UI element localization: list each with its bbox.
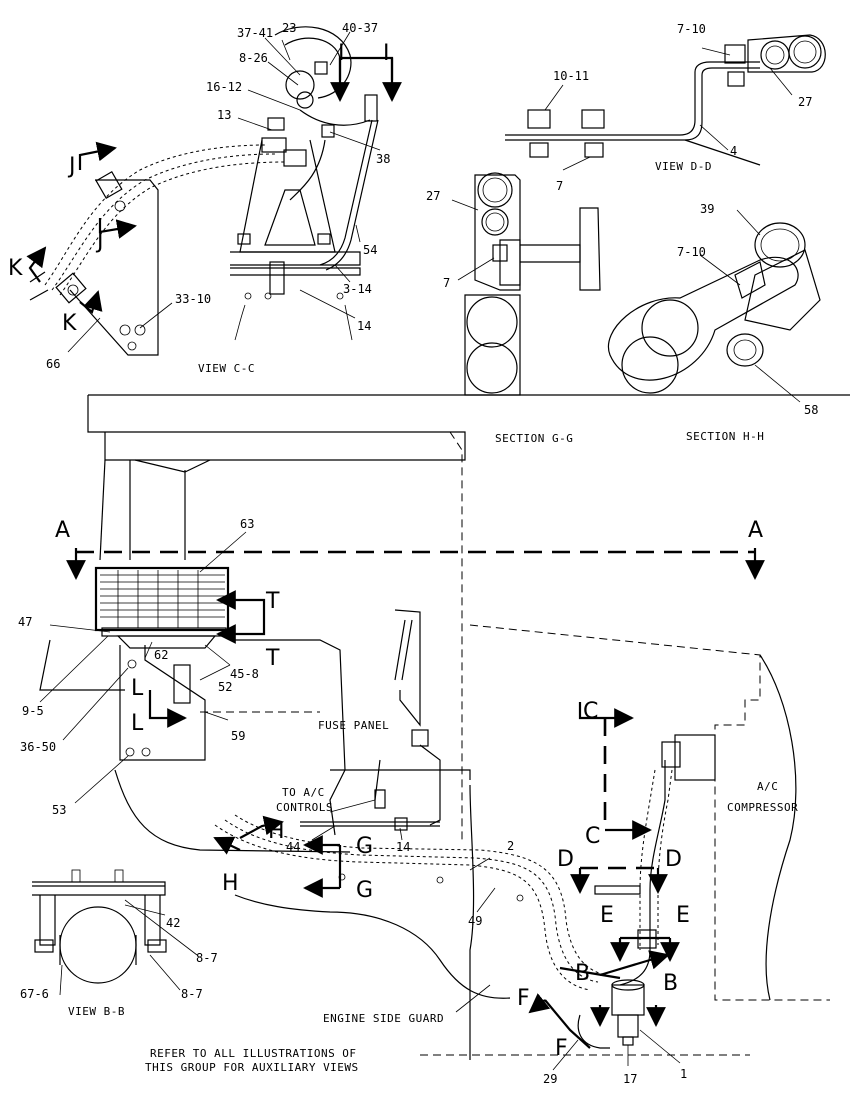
section-letter-i-left: I [338, 41, 345, 66]
callout-2: 2 [507, 839, 514, 853]
callout-49: 49 [468, 914, 482, 928]
callout-23: 23 [282, 21, 296, 35]
section-letter-h-bottom: H [222, 871, 239, 896]
refer-note-line1: REFER TO ALL ILLUSTRATIONS OF [150, 1047, 357, 1060]
callout-8-7-bottom: 8-7 [181, 987, 203, 1001]
section-letter-k-left: K [8, 256, 23, 281]
callout-14-view-cc: 14 [357, 319, 371, 333]
section-letter-i-right: I [383, 41, 390, 66]
view-dd-title: VIEW D-D [655, 160, 712, 173]
callout-45-8: 45-8 [230, 667, 259, 681]
callout-47: 47 [18, 615, 32, 629]
callout-63: 63 [240, 517, 254, 531]
callout-36-50: 36-50 [20, 740, 56, 754]
callout-13: 13 [217, 108, 231, 122]
callout-66: 66 [46, 357, 60, 371]
to-ac-controls-label-line2: CONTROLS [276, 801, 333, 814]
section-letter-t-top: T [265, 589, 280, 614]
section-hh-title: SECTION H-H [686, 430, 764, 443]
section-letter-g-bottom: G [356, 878, 373, 903]
section-letter-c-bottom: C [585, 824, 600, 849]
callout-14-main: 14 [396, 840, 410, 854]
callout-7-view-dd: 7 [556, 179, 563, 193]
ac-compressor-label-line2: COMPRESSOR [727, 801, 798, 814]
section-letter-d-right: D [665, 847, 682, 872]
section-letter-c-top: C [583, 699, 598, 724]
section-letter-j-top: J [67, 154, 76, 179]
callout-7-10-section-hh: 7-10 [677, 245, 706, 259]
callout-39: 39 [700, 202, 714, 216]
section-letter-k-bottom: K [62, 311, 77, 336]
view-dd-drawing [505, 34, 826, 171]
callout-67-6: 67-6 [20, 987, 49, 1001]
callout-8-26: 8-26 [239, 51, 268, 65]
refer-note-line2: THIS GROUP FOR AUXILIARY VIEWS [145, 1061, 359, 1074]
main-view-drawing [39, 394, 850, 1071]
section-letter-l-bottom: L [131, 711, 144, 736]
section-letter-f-bottom: F [555, 1036, 568, 1061]
section-gg-title: SECTION G-G [495, 432, 573, 445]
section-letter-t-bottom: T [265, 646, 280, 671]
callout-7-section-gg: 7 [443, 276, 450, 290]
callout-53: 53 [52, 803, 66, 817]
callout-1: 1 [680, 1067, 687, 1081]
section-gg-drawing [451, 172, 601, 396]
callout-10-11: 10-11 [553, 69, 589, 83]
callout-17: 17 [623, 1072, 637, 1086]
callout-33-10: 33-10 [175, 292, 211, 306]
callout-16-12: 16-12 [206, 80, 242, 94]
callout-52: 52 [218, 680, 232, 694]
callout-4: 4 [730, 144, 737, 158]
callout-27-section-gg: 27 [426, 189, 440, 203]
engine-side-guard-label: ENGINE SIDE GUARD [323, 1012, 444, 1025]
view-bb-title: VIEW B-B [68, 1005, 125, 1018]
section-letter-h-top: H [268, 819, 285, 844]
callout-59: 59 [231, 729, 245, 743]
fuse-panel-label: FUSE PANEL [318, 719, 389, 732]
ac-compressor-label-line1: A/C [757, 780, 778, 793]
callout-42: 42 [166, 916, 180, 930]
callout-7-10-view-dd: 7-10 [677, 22, 706, 36]
section-hh-drawing [607, 209, 821, 403]
section-letter-b-right: B [663, 971, 678, 996]
callout-8-7-top: 8-7 [196, 951, 218, 965]
view-cc-drawing [26, 26, 402, 356]
callout-58: 58 [804, 403, 818, 417]
section-letter-a-right: A [748, 518, 763, 543]
to-ac-controls-label-line1: TO A/C [282, 786, 325, 799]
callout-9-5: 9-5 [22, 704, 44, 718]
section-letter-a-left: A [55, 518, 70, 543]
callout-54: 54 [363, 243, 377, 257]
section-letter-b-left: B [575, 961, 590, 986]
view-cc-title: VIEW C-C [198, 362, 255, 375]
callout-3-14: 3-14 [343, 282, 372, 296]
view-bb-drawing [32, 869, 198, 996]
section-letter-g-top: G [356, 834, 373, 859]
section-letter-j-bottom: J [95, 229, 104, 254]
callout-40-37: 40-37 [342, 21, 378, 35]
callout-29: 29 [543, 1072, 557, 1086]
section-letter-d-left: D [557, 847, 574, 872]
section-letter-e-left: E [600, 903, 614, 928]
section-letter-l-top: L [131, 676, 144, 701]
callout-37-41: 37-41 [237, 26, 273, 40]
callout-27-view-dd: 27 [798, 95, 812, 109]
callout-62: 62 [154, 648, 168, 662]
section-letter-e-right: E [676, 903, 690, 928]
callout-44: 44 [286, 840, 300, 854]
section-letter-f-top: F [517, 986, 530, 1011]
callout-38: 38 [376, 152, 390, 166]
